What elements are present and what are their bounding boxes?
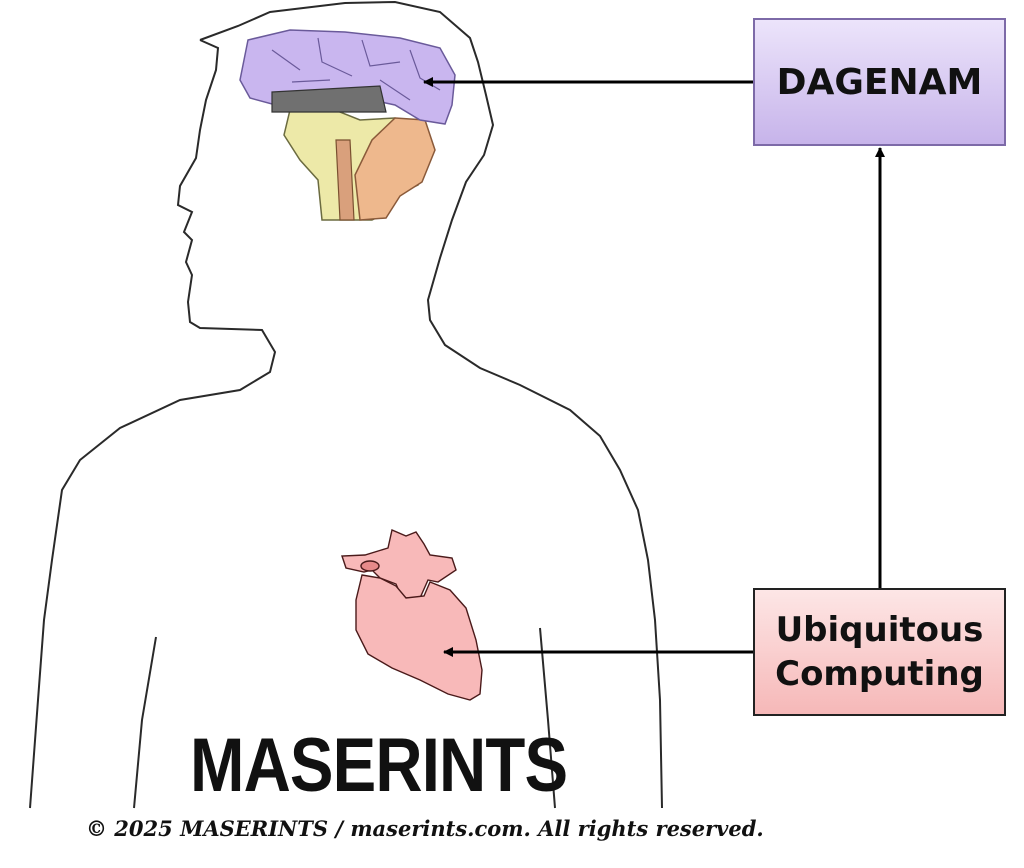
ubiquitous-computing-label-line1: Ubiquitous: [775, 610, 984, 650]
right-arm-line: [539, 627, 556, 809]
copyright-notice: © 2025 MASERINTS / maserints.com. All ri…: [86, 816, 764, 841]
body-silhouette-face: [29, 39, 277, 809]
ubiquitous-computing-label-line2: Computing: [775, 654, 984, 694]
heart-aorta: [341, 529, 457, 599]
brain-corpus-callosum: [271, 85, 387, 113]
watermark-logo: MASERINTS: [190, 723, 568, 808]
heart-body: [355, 574, 483, 701]
heart-illustration: [341, 529, 483, 701]
left-arm-line: [133, 636, 157, 809]
brain-spinal-cord: [335, 139, 355, 221]
brain-cerebellum: [354, 117, 436, 221]
brain-gyri: [271, 37, 441, 101]
ubiquitous-computing-node: Ubiquitous Computing: [753, 588, 1006, 716]
body-silhouette: [199, 0, 663, 809]
brain-cortex: [239, 29, 456, 125]
dagenam-label: DAGENAM: [776, 61, 983, 103]
brain-illustration: [239, 29, 456, 221]
heart-vessel-opening: [360, 560, 380, 572]
dagenam-node: DAGENAM: [753, 18, 1006, 146]
